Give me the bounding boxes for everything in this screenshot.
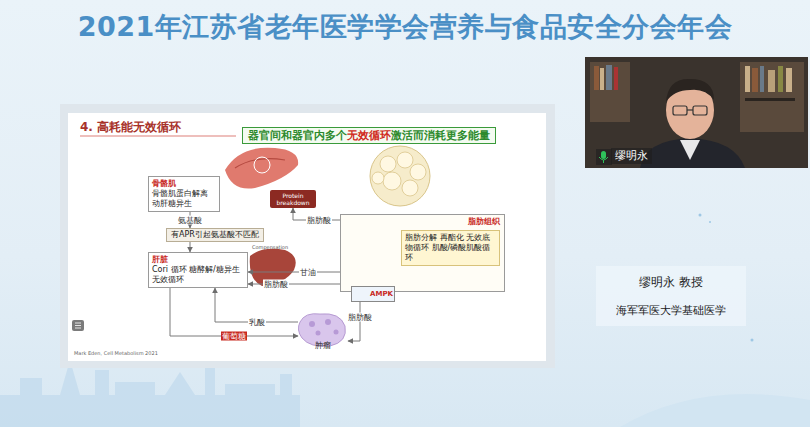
figure-note: Compensation	[252, 244, 288, 250]
node-text: AMPK	[353, 289, 393, 299]
headline-banner: 器官间和器官内多个无效循环激活而消耗更多能量	[242, 127, 496, 144]
node-heading: 骨骼肌	[152, 179, 216, 189]
node-text: 器官间和器官内多个	[248, 129, 347, 142]
node-text: 脂肪分解 再酯化 无效底物循环 肌酸/磷酸肌酸循环	[401, 230, 500, 266]
organ-box: 脂肪组织脂肪分解 再酯化 无效底物循环 肌酸/磷酸肌酸循环AMPK	[340, 214, 505, 292]
node-text: 海军军医大学基础医学	[600, 304, 742, 318]
flow-arrow	[170, 288, 298, 336]
flow-arrow	[248, 272, 340, 273]
node-heading: 缪明永 教授	[600, 274, 742, 290]
organ-box: 骨骼肌骨骼肌蛋白解离 动肝糖异生	[148, 176, 220, 212]
edge-label: 葡萄糖	[221, 332, 247, 341]
edge-label: 氨基酸	[177, 216, 203, 225]
organ-box: 肝脏Cori 循环 糖酵解/糖异生无效循环	[148, 252, 248, 288]
node-text: 有APR引起氨基酸不匹配	[171, 230, 259, 240]
node-text: 骨骼肌蛋白解离 动肝糖异生	[152, 189, 216, 209]
node-text: Protein breakdown	[272, 192, 314, 206]
citation: Mark Eden, Cell Metabolism 2021	[74, 350, 158, 356]
node-heading: 脂肪组织	[345, 217, 500, 227]
node-text: Cori 循环 糖酵解/糖异生无效循环	[152, 265, 244, 285]
tumor-node: 肿瘤	[298, 314, 348, 352]
node-text: 缪明永	[611, 148, 652, 164]
edge-label: 脂肪酸	[306, 216, 332, 225]
page-title: 2021年江苏省老年医学学会营养与食品安全分会年会	[0, 9, 810, 45]
pathway-box: AMPK	[351, 286, 395, 302]
slide-title: 4. 高耗能无效循环	[80, 119, 181, 136]
note-box: 有APR引起氨基酸不匹配	[166, 228, 264, 242]
node-text: 肿瘤	[298, 341, 348, 351]
speaker-card: 缪明永 教授海军军医大学基础医学	[596, 266, 746, 326]
node-heading: 肝脏	[152, 255, 244, 265]
edge-label: 乳酸	[248, 318, 266, 327]
node-text: 激活而消耗更多能量	[391, 129, 490, 142]
flow-arrow	[190, 242, 191, 252]
edge-label: 甘油	[299, 268, 317, 277]
edge-label: 脂肪酸	[263, 280, 289, 289]
video-frame: 缪明永	[585, 57, 808, 168]
node-text: 无效循环	[347, 129, 391, 142]
edge-label: 脂肪酸	[347, 312, 373, 321]
process-tag: Protein breakdown	[270, 190, 316, 208]
